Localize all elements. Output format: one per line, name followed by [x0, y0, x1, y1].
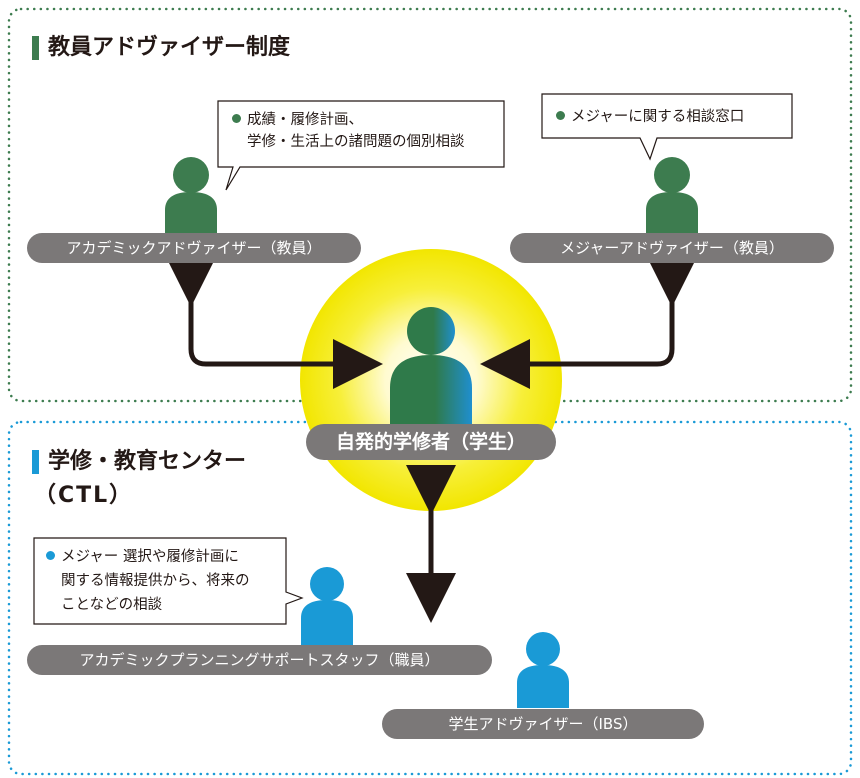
student-advisor-person-icon: [517, 632, 569, 708]
student-person-icon: [390, 307, 472, 430]
academic-advisor-label: アカデミックアドヴァイザー（教員）: [27, 233, 361, 263]
title-bar-icon: [32, 450, 39, 474]
ctl-section-title: 学修・教育センター （CTL）: [32, 447, 246, 511]
faculty-section-border: [7, 7, 853, 403]
student-advisor-label: 学生アドヴァイザー（IBS）: [382, 709, 704, 739]
academic-bubble-text: 成績・履修計画、 学修・生活上の諸問題の個別相談: [232, 109, 465, 153]
title-bar-icon: [32, 36, 39, 60]
staff-bubble-shape: [33, 537, 304, 625]
staff-bubble-line2: 関する情報提供から、将来の: [61, 573, 250, 589]
bullet-icon: [46, 551, 55, 560]
staff-bubble-text: メジャー 選択や履修計画に 関する情報提供から、将来の ことなどの相談: [46, 545, 250, 617]
major-advisor-label: メジャーアドヴァイザー（教員）: [510, 233, 834, 263]
staff-bubble-line1: メジャー 選択や履修計画に: [61, 549, 239, 565]
academic-bubble-shape: [217, 100, 505, 191]
major-bubble-line1: メジャーに関する相談窓口: [571, 109, 745, 125]
planning-staff-label: アカデミックプランニングサポートスタッフ（職員）: [27, 645, 492, 675]
faculty-section-title: 教員アドヴァイザー制度: [32, 33, 290, 63]
ctl-title-line2: （CTL）: [34, 483, 134, 508]
major-bubble-text: メジャーに関する相談窓口: [556, 106, 744, 128]
major-arrow: [480, 257, 697, 389]
major-bubble-shape: [541, 93, 793, 161]
faculty-title-text: 教員アドヴァイザー制度: [48, 35, 291, 60]
planning-staff-person-icon: [301, 567, 353, 645]
academic-bubble-line2: 学修・生活上の諸問題の個別相談: [247, 134, 465, 150]
ctl-title-line1: 学修・教育センター: [48, 449, 247, 474]
bullet-icon: [556, 111, 565, 120]
major-advisor-person-icon: [646, 157, 698, 237]
bullet-icon: [232, 114, 241, 123]
student-label: 自発的学修者（学生）: [306, 424, 556, 460]
staff-bubble-line3: ことなどの相談: [61, 597, 163, 613]
academic-arrow: [166, 257, 383, 389]
academic-advisor-person-icon: [165, 157, 217, 237]
academic-bubble-line1: 成績・履修計画、: [247, 112, 363, 128]
